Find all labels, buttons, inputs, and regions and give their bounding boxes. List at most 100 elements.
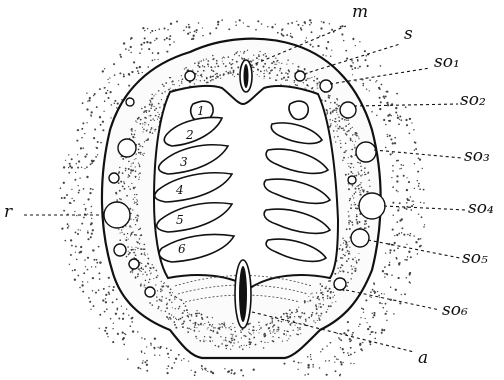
stipple-dot: [346, 260, 348, 262]
stipple-dot: [308, 296, 309, 297]
stipple-dot: [372, 331, 374, 333]
stipple-dot: [269, 322, 271, 324]
stipple-dot: [135, 249, 136, 250]
stipple-dot: [342, 238, 343, 239]
stipple-dot: [108, 82, 109, 83]
stipple-dot: [279, 62, 280, 63]
stipple-dot: [112, 328, 113, 329]
stipple-dot: [152, 60, 154, 62]
stipple-dot: [82, 102, 84, 104]
stipple-dot: [322, 54, 324, 56]
stipple-dot: [202, 27, 203, 28]
stipple-dot: [326, 109, 327, 110]
stipple-dot: [351, 334, 353, 336]
stipple-dot: [181, 82, 182, 83]
stipple-dot: [131, 247, 132, 248]
stipple-dot: [136, 241, 137, 242]
stipple-dot: [143, 129, 145, 131]
stipple-dot: [328, 305, 330, 307]
stipple-dot: [148, 48, 150, 50]
stipple-dot: [328, 97, 330, 99]
stipple-dot: [289, 309, 291, 311]
stipple-dot: [283, 333, 285, 335]
stipple-dot: [82, 281, 84, 283]
stipple-dot: [281, 33, 283, 35]
stipple-dot: [320, 315, 321, 316]
stipple-dot: [409, 235, 411, 237]
stipple-dot: [297, 334, 299, 336]
stipple-dot: [196, 338, 197, 339]
stipple-dot: [95, 156, 97, 158]
stipple-dot: [333, 292, 334, 293]
stipple-dot: [309, 24, 311, 26]
stipple-dot: [287, 316, 289, 318]
stipple-dot: [165, 311, 167, 313]
stipple-dot: [196, 79, 197, 80]
stipple-dot: [82, 291, 84, 293]
stipple-dot: [415, 148, 417, 150]
stipple-dot: [131, 131, 132, 132]
stipple-dot: [392, 229, 394, 231]
stipple-dot: [154, 338, 156, 340]
stipple-dot: [348, 166, 349, 167]
stipple-dot: [129, 325, 131, 327]
stipple-dot: [317, 320, 318, 321]
stipple-dot: [155, 108, 157, 110]
stipple-dot: [357, 223, 359, 225]
stipple-dot: [158, 103, 160, 105]
stipple-dot: [391, 274, 393, 276]
stipple-dot: [418, 185, 420, 187]
stipple-dot: [96, 147, 97, 148]
stipple-dot: [149, 115, 150, 116]
stipple-dot: [369, 326, 371, 328]
stipple-dot: [110, 117, 111, 118]
stipple-dot: [218, 333, 219, 334]
stipple-dot: [343, 240, 344, 241]
stipple-dot: [246, 345, 247, 346]
right-vessel-so5: [351, 229, 369, 247]
stipple-dot: [127, 246, 129, 248]
stipple-dot: [366, 88, 367, 89]
stipple-dot: [201, 76, 202, 77]
stipple-dot: [362, 85, 364, 87]
stipple-dot: [109, 293, 111, 295]
stipple-dot: [332, 302, 333, 303]
stipple-dot: [407, 234, 409, 236]
stipple-dot: [345, 133, 346, 134]
stipple-dot: [68, 154, 69, 155]
stipple-dot: [90, 236, 92, 238]
stipple-dot: [239, 19, 241, 21]
stipple-dot: [307, 364, 309, 366]
stipple-dot: [398, 123, 400, 125]
stipple-dot: [321, 21, 322, 22]
stipple-dot: [178, 308, 180, 310]
stipple-dot: [397, 209, 399, 211]
stipple-dot: [411, 205, 413, 207]
stipple-dot: [201, 60, 202, 61]
stipple-dot: [347, 272, 349, 274]
stipple-dot: [312, 293, 313, 294]
stipple-dot: [308, 317, 310, 319]
stipple-dot: [138, 268, 140, 270]
stipple-dot: [361, 170, 363, 172]
stipple-dot: [202, 65, 204, 67]
stipple-dot: [174, 297, 175, 298]
stipple-dot: [135, 202, 136, 203]
stipple-dot: [234, 331, 236, 333]
label-so3: so₃: [464, 148, 490, 165]
stipple-dot: [99, 116, 101, 118]
stipple-dot: [418, 238, 420, 240]
label-so2: so₂: [460, 92, 486, 109]
stipple-dot: [323, 304, 324, 305]
stipple-dot: [356, 221, 358, 223]
stipple-dot: [240, 330, 241, 331]
stipple-dot: [389, 249, 391, 251]
stipple-dot: [119, 239, 121, 241]
stipple-dot: [97, 154, 98, 155]
stipple-dot: [130, 52, 131, 53]
stipple-dot: [125, 239, 127, 241]
stipple-dot: [86, 166, 88, 168]
stipple-dot: [287, 59, 289, 61]
stipple-dot: [264, 63, 266, 65]
stipple-dot: [358, 171, 359, 172]
